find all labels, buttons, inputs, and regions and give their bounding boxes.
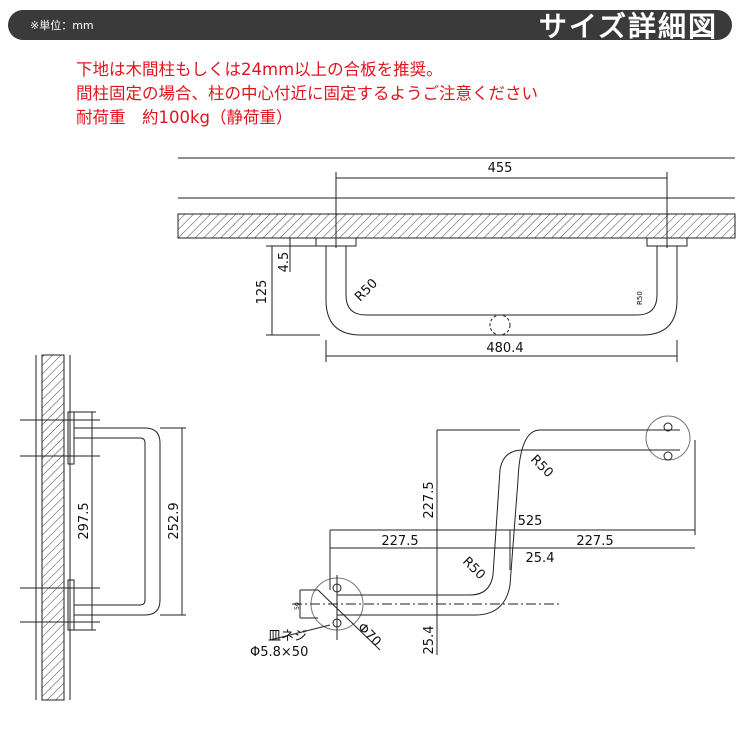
note-line-1: 下地は木間柱もしくは24mm以上の合板を推奨。 bbox=[76, 60, 443, 79]
dim-4-5: 4.5 bbox=[277, 252, 292, 273]
small-dim-50: 50 bbox=[294, 602, 301, 610]
header-bar bbox=[8, 10, 732, 40]
top-view bbox=[177, 157, 736, 362]
note-line-3: 耐荷重 約100kg（静荷重） bbox=[76, 108, 293, 127]
radius-top: R50 bbox=[527, 452, 556, 481]
plate-diameter: Φ70 bbox=[354, 620, 384, 650]
unit-label: ※単位：mm bbox=[30, 19, 94, 32]
dim-25-4: 25.4 bbox=[526, 551, 555, 566]
dim-297-5: 297.5 bbox=[77, 502, 92, 539]
radius-left: R50 bbox=[352, 276, 381, 305]
dim-525: 525 bbox=[518, 514, 543, 529]
dim-252-9: 252.9 bbox=[167, 502, 182, 539]
radius-right: R50 bbox=[636, 291, 644, 305]
page-title: サイズ詳細図 bbox=[538, 10, 718, 43]
note-line-2: 間柱固定の場合、柱の中心付近に固定するようご注意ください bbox=[76, 84, 538, 103]
radius-bottom: R50 bbox=[459, 554, 488, 583]
front-view bbox=[269, 415, 696, 655]
dim-480-4: 480.4 bbox=[486, 341, 523, 356]
side-view bbox=[20, 354, 186, 701]
dim-227-5-right: 227.5 bbox=[576, 534, 613, 549]
screw-label: 皿ネジ bbox=[268, 629, 307, 644]
dim-25-4-bottom: 25.4 bbox=[422, 626, 437, 655]
dim-455: 455 bbox=[488, 161, 513, 176]
screw-size: Φ5.8×50 bbox=[250, 645, 308, 660]
dim-227-5-height: 227.5 bbox=[422, 481, 437, 518]
dim-125: 125 bbox=[255, 280, 270, 305]
dim-227-5-left: 227.5 bbox=[381, 534, 418, 549]
